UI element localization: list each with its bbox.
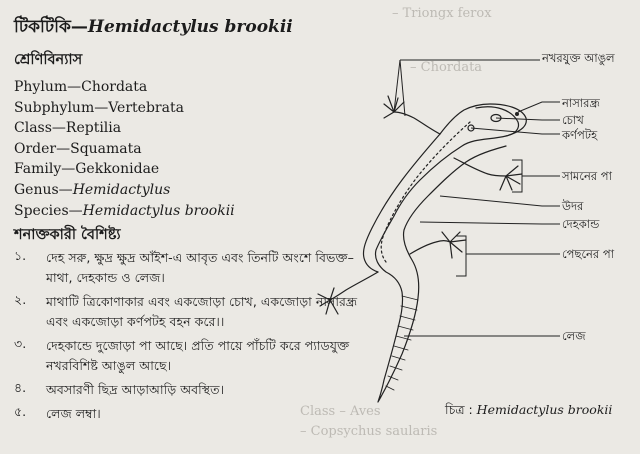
- caption-species: Hemidactylus brookii: [476, 402, 613, 417]
- upper-left-hand: [383, 95, 405, 119]
- bleed-through-text: – Triongx ferox: [392, 6, 492, 21]
- lizard-head: [439, 103, 527, 137]
- classification-item: Subphylum—Vertebrata: [14, 98, 314, 119]
- label-hindlimb: পেছনের পা: [562, 247, 615, 261]
- classification-rank: Subphylum—: [14, 99, 109, 116]
- classification-value: Gekkonidae: [75, 161, 160, 178]
- classification-value: Squamata: [70, 140, 142, 157]
- classification-item: Species—Hemidactylus brookii: [14, 201, 314, 222]
- characteristic-text: অবসারণী ছিদ্র আড়াআড়ি অবস্থিত।: [46, 382, 225, 397]
- title-scientific-name: Hemidactylus brookii: [87, 17, 293, 37]
- characteristic-number: ২.: [14, 292, 27, 307]
- characteristic-number: ১.: [14, 248, 27, 263]
- bleed-through-text: – Copsychus saularis: [300, 424, 438, 439]
- classification-value: Reptilia: [65, 120, 122, 137]
- dorsal-stripe: [380, 121, 471, 263]
- label-eye: চোখ: [562, 113, 584, 127]
- classification-rank: Phylum—: [14, 79, 82, 95]
- characteristic-item: ২. মাথাটি ত্রিকোণাকার এবং একজোড়া চোখ, এক…: [14, 292, 366, 332]
- bleed-through-text: Class – Aves: [300, 404, 381, 419]
- nostril-icon: [514, 111, 519, 116]
- classification-rank: Order—: [14, 140, 71, 157]
- characteristics-list: ১. দেহ সরু, ক্ষুদ্র ক্ষুদ্র আঁইশ-এ আবৃত এ…: [14, 248, 366, 428]
- title-common-name: টিকটিকি—: [14, 17, 88, 37]
- label-nostril: নাসারন্ধ্র: [562, 96, 600, 110]
- classification-value: Hemidactylus: [72, 181, 171, 198]
- caption-prefix: চিত্র :: [445, 402, 477, 417]
- characteristic-text: লেজ লম্বা।: [46, 406, 101, 421]
- classification-value: Vertebrata: [108, 99, 184, 116]
- characteristic-text: দেহকান্ডে দুজোড়া পা আছে। প্রতি পায়ে পা…: [46, 338, 350, 373]
- characteristic-item: ১. দেহ সরু, ক্ষুদ্র ক্ষুদ্র আঁইশ-এ আবৃত এ…: [14, 248, 366, 288]
- characteristics-heading: শনাক্তকারী বৈশিষ্ট্য: [14, 227, 121, 243]
- figure-caption: চিত্র : Hemidactylus brookii: [445, 402, 612, 422]
- characteristic-text: মাথাটি ত্রিকোণাকার এবং একজোড়া চোখ, একজো…: [46, 294, 358, 329]
- classification-rank: Species—: [14, 202, 83, 219]
- hindlimb-right: [409, 239, 451, 255]
- label-claw-digit: নখরযুক্ত আঙুল: [542, 51, 615, 65]
- characteristic-item: ৩. দেহকান্ডে দুজোড়া পা আছে। প্রতি পায়ে …: [14, 336, 366, 376]
- classification-rank: Family—: [14, 161, 76, 178]
- hindlimb-left-foot: [317, 287, 339, 315]
- classification-item: Class—Reptilia: [14, 118, 314, 139]
- classification-item: Order—Squamata: [14, 139, 314, 160]
- classification-rank: Class—: [14, 120, 66, 137]
- classification-value: Hemidactylus brookii: [82, 202, 235, 219]
- label-trunk: দেহকান্ড: [562, 217, 600, 231]
- hindlimb-left: [329, 271, 379, 301]
- characteristic-number: ৫.: [14, 404, 27, 419]
- lizard-back: [362, 133, 441, 273]
- tail-rings: [385, 295, 419, 391]
- characteristic-number: ৩.: [14, 336, 27, 351]
- classification-value: Chordata: [81, 79, 148, 95]
- characteristic-text: দেহ সরু, ক্ষুদ্র ক্ষুদ্র আঁইশ-এ আবৃত এবং…: [46, 250, 354, 285]
- classification-heading: শ্রেণিবিন্যাস: [14, 52, 83, 68]
- forelimb-right: [453, 157, 507, 177]
- upper-left-limb: [393, 111, 441, 135]
- classification-item: Genus—Hemidactylus: [14, 180, 314, 201]
- characteristic-number: ৪.: [14, 380, 27, 395]
- characteristic-item: ৫. লেজ লম্বা।: [14, 404, 366, 424]
- label-forelimb: সামনের পা: [562, 169, 612, 183]
- page-title: টিকটিকি—Hemidactylus brookii: [14, 14, 293, 42]
- classification-item: Family—Gekkonidae: [14, 159, 314, 180]
- label-tail: লেজ: [562, 329, 586, 343]
- characteristic-item: ৪. অবসারণী ছিদ্র আড়াআড়ি অবস্থিত।: [14, 380, 366, 400]
- bleed-through-text: – Chordata: [410, 60, 483, 75]
- label-belly: উদর: [562, 199, 584, 213]
- hindlimb-right-foot: [441, 231, 467, 259]
- classification-item: Phylum—Chordata: [14, 77, 314, 98]
- classification-rank: Genus—: [14, 181, 73, 198]
- forelimb-right-hand: [499, 165, 523, 191]
- label-tympanum: কর্ণপটহ: [562, 128, 598, 142]
